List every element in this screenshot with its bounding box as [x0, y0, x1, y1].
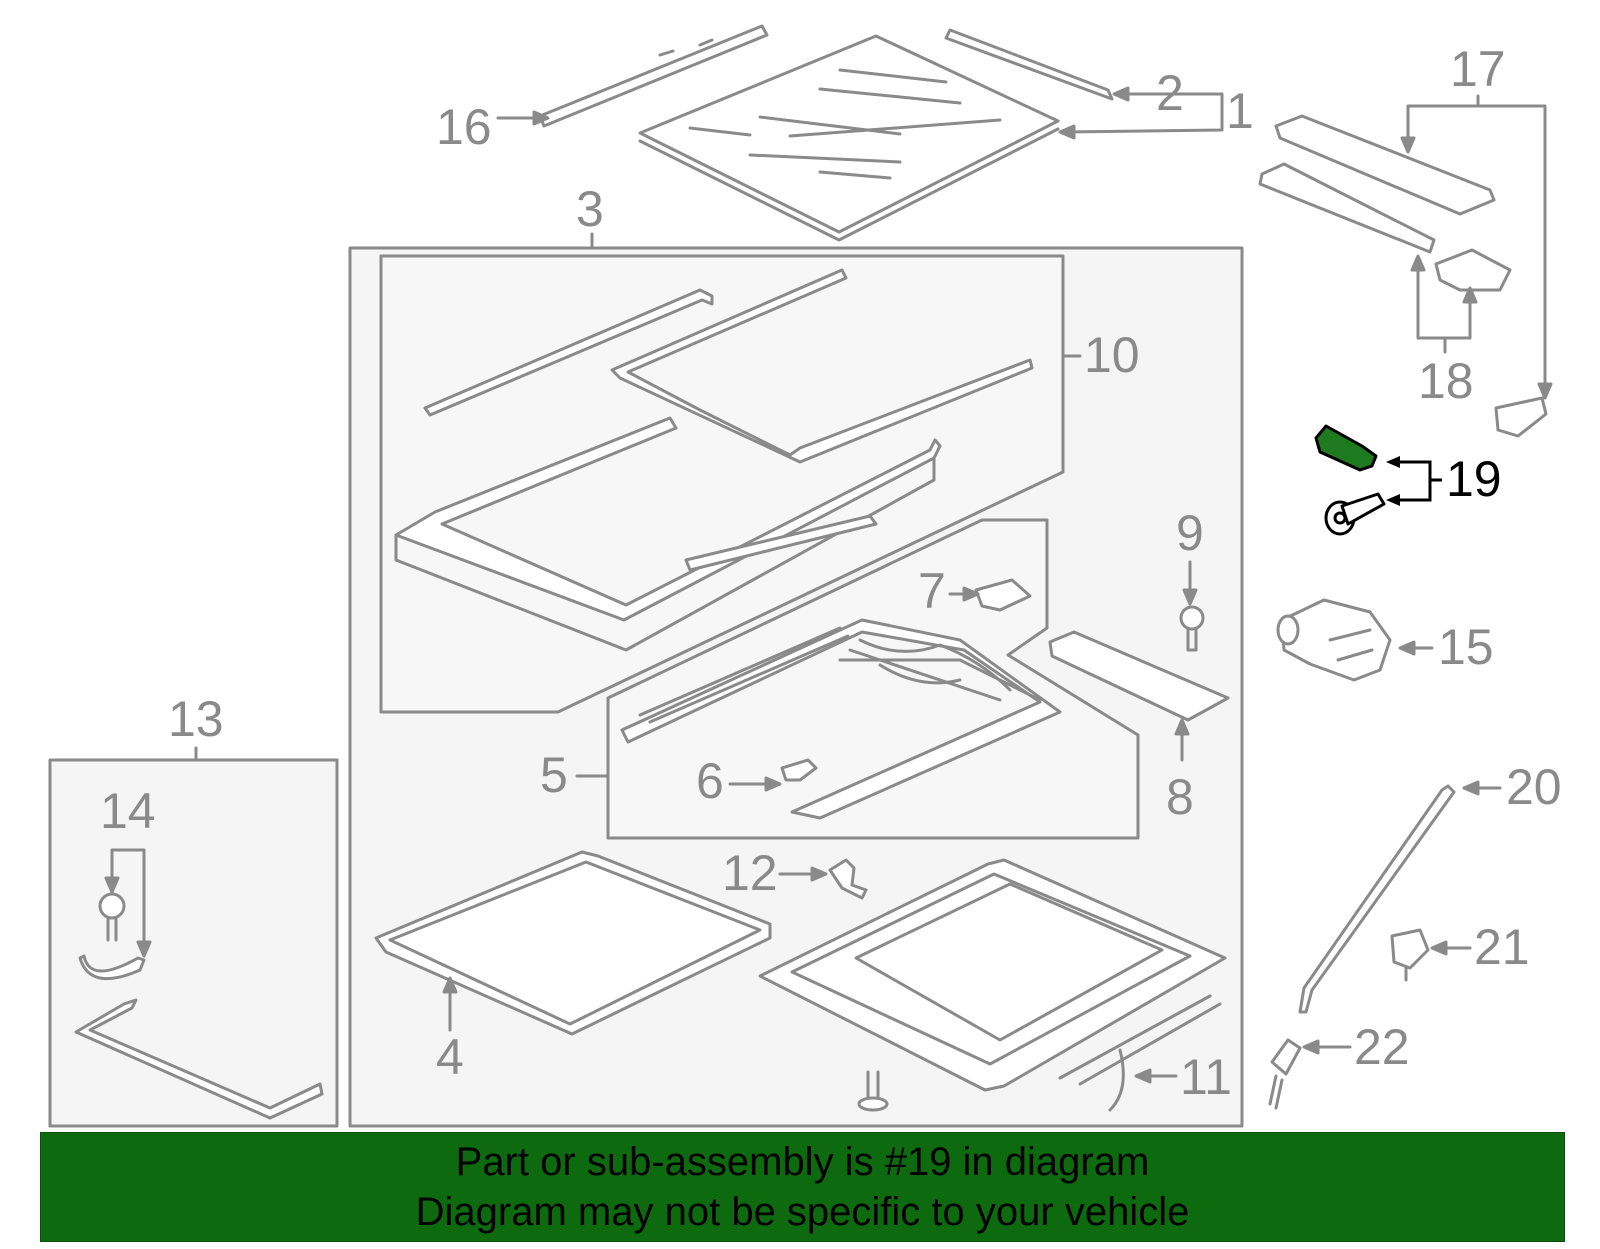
part-20-hose [1298, 784, 1456, 1014]
part-13-seal [74, 998, 324, 1120]
callout-5: 5 [540, 747, 568, 803]
callout-21: 21 [1474, 919, 1530, 975]
callout-16: 16 [436, 99, 492, 155]
bolt [857, 1070, 889, 1112]
part-19-highlighted [1314, 424, 1442, 536]
callout-20: 20 [1506, 759, 1562, 815]
callout-1: 1 [1226, 83, 1254, 139]
part-12-clip [828, 858, 868, 900]
callout-2: 2 [1156, 65, 1184, 121]
part-19-screw-shank [1340, 492, 1386, 526]
banner-line-2: Diagram may not be specific to your vehi… [415, 1190, 1190, 1234]
callout-13: 13 [168, 691, 224, 747]
part-19-cover [1314, 424, 1378, 472]
part-10-seals [394, 268, 1034, 652]
panel-13-assembly [48, 758, 339, 1128]
part-6-clip [780, 758, 818, 782]
callout-18: 18 [1418, 353, 1474, 409]
part-17-rails [1258, 114, 1548, 438]
callout-11: 11 [1180, 1049, 1232, 1105]
part-14-trim [78, 954, 146, 980]
panel-10-frame [379, 254, 1065, 714]
part-11-frame [758, 858, 1227, 1112]
callout-17: 17 [1450, 41, 1506, 97]
callout-22: 22 [1354, 1019, 1410, 1075]
callout-14: 14 [100, 783, 156, 839]
callout-9: 9 [1176, 505, 1204, 561]
part-21-clip [1390, 928, 1430, 982]
callout-10: 10 [1084, 327, 1140, 383]
banner-line-1: Part or sub-assembly is #19 in diagram [455, 1140, 1150, 1184]
info-banner: Part or sub-assembly is #19 in diagram D… [40, 1132, 1565, 1242]
part-16-strip [538, 24, 769, 128]
callout-12: 12 [722, 845, 778, 901]
callout-4: 4 [436, 1029, 464, 1085]
part-15-motor [1276, 598, 1392, 682]
callout-19: 19 [1446, 451, 1502, 507]
callout-3: 3 [576, 181, 604, 237]
part-14-screw [98, 892, 126, 942]
callout-7: 7 [918, 563, 946, 619]
part-2-strip [944, 28, 1114, 101]
callout-6: 6 [696, 753, 724, 809]
part-5-frame [620, 618, 1062, 820]
part-22-connector [1268, 1038, 1302, 1110]
part-4-panel [374, 850, 772, 1036]
callout-8: 8 [1166, 769, 1194, 825]
part-7-clip [974, 578, 1032, 612]
part-8-bracket [1048, 630, 1230, 722]
part-1-glass [638, 34, 1060, 242]
part-9-screw [1179, 605, 1205, 652]
leader-lines [104, 86, 1553, 1084]
callout-15: 15 [1438, 619, 1494, 675]
